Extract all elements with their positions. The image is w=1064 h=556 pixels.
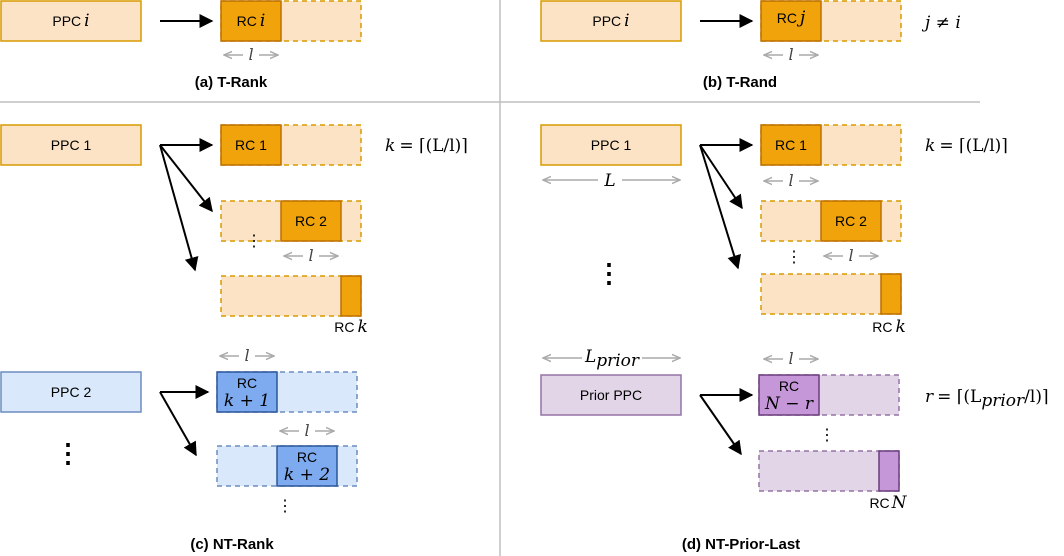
ppc-i-box (0, 0, 142, 42)
vertical-ellipsis: ⋮ (786, 247, 802, 266)
length-l-label: l (304, 421, 309, 440)
rck1-label-line2: k + 1 (224, 391, 270, 411)
prior-ppc-label: Prior PPC (580, 387, 642, 403)
rc2-label: RC 2 (835, 213, 867, 229)
ppc-2-box (0, 371, 142, 413)
rck2-box (276, 445, 338, 487)
ppc-i-box (540, 0, 682, 42)
rc2-label: RC 2 (295, 213, 327, 229)
rck2-label-line2: k + 2 (284, 465, 330, 485)
prior-ppc-box (540, 374, 682, 416)
rck-box (340, 275, 362, 317)
rck1-box (216, 371, 278, 413)
length-L-label: L (603, 171, 615, 191)
length-l-label: l (788, 45, 793, 64)
ppc-1-label: PPC 1 (51, 137, 92, 153)
arrow-to-rck (159, 144, 199, 272)
vertical-ellipsis: ⋮ (246, 231, 262, 250)
rck-window-dashed (760, 273, 902, 315)
length-l-label: l (848, 246, 853, 265)
formula-r: r= ⌈(Lprior/l)⌉ (925, 387, 1049, 411)
formula-k: k= ⌈(L/l)⌉ (925, 136, 1008, 156)
length-Lprior-label: Lprior (584, 347, 640, 371)
ppc-1-label: PPC 1 (591, 137, 632, 153)
vertical-ellipsis: ⋮ (55, 439, 81, 469)
vertical-ellipsis: ⋮ (277, 496, 293, 515)
caption-d: (d) NT-Prior-Last (682, 536, 800, 553)
rc-j-box (760, 0, 822, 42)
rcN-box (878, 450, 900, 492)
rck-box (880, 273, 902, 315)
arrow-to-rc2 (159, 144, 213, 213)
caption-a: (a) T-Rank (195, 74, 268, 91)
arrow-to-rc2 (699, 144, 743, 210)
rc-n-minus-r-box (758, 374, 820, 416)
caption-c: (c) NT-Rank (190, 536, 274, 553)
condition-j-neq-i: j ≠ i (921, 13, 961, 33)
vertical-ellipsis: ⋮ (819, 425, 835, 444)
rc1-label: RC 1 (775, 137, 807, 153)
arrow-to-rck2 (159, 391, 197, 457)
ppc-1-box (0, 124, 142, 166)
length-l-label: l (308, 246, 313, 265)
rck1-label-line1: RC (237, 375, 257, 391)
formula-k: k= ⌈(L/l)⌉ (385, 136, 468, 156)
ppc-1-box (540, 124, 682, 166)
length-l-label: l (788, 171, 793, 190)
length-l-label: l (788, 349, 793, 368)
rc-i-box (220, 0, 282, 42)
rck2-label-line1: RC (297, 449, 317, 465)
rc2-box (280, 200, 342, 242)
arrow-to-rcN (699, 394, 742, 456)
rc1-box (760, 124, 822, 166)
vertical-ellipsis: ⋮ (596, 259, 622, 289)
rc1-label: RC 1 (235, 137, 267, 153)
rc1-box (220, 124, 282, 166)
length-l-label: l (248, 45, 253, 64)
arrow-to-rck (699, 144, 741, 270)
rck-window-dashed (220, 275, 362, 317)
rc2-box (820, 200, 882, 242)
length-l-label: l (244, 346, 249, 365)
rc-n-minus-r-label-line1: RC (779, 378, 799, 394)
ppc-2-label: PPC 2 (51, 384, 92, 400)
rc-n-minus-r-label-line2: N − r (764, 394, 814, 414)
rcN-window-dashed (758, 450, 900, 492)
caption-b: (b) T-Rand (703, 74, 777, 91)
